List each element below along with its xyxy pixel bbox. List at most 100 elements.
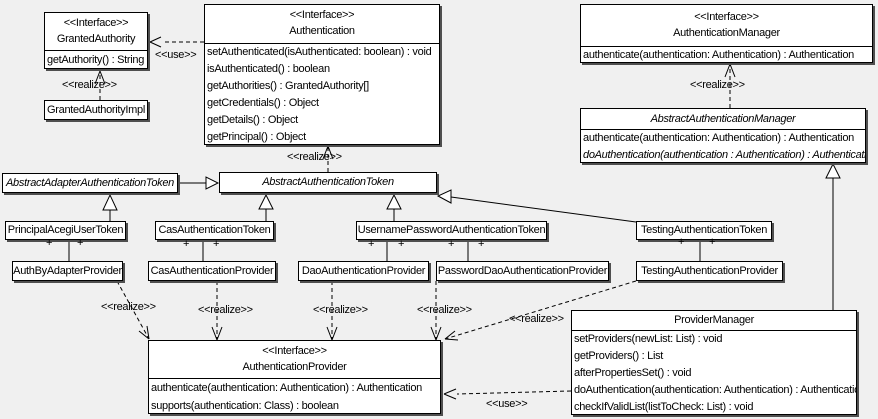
association-plus-marker: + xyxy=(398,238,405,250)
class-name: TestingAuthenticationProvider xyxy=(641,265,778,277)
class-name: AbstractAdapterAuthenticationToken xyxy=(6,177,174,189)
class-name: ProviderManager xyxy=(572,311,856,331)
class-box-granted-authority[interactable]: <<Interface>> GrantedAuthority getAuthor… xyxy=(44,12,148,69)
class-box-authentication-manager[interactable]: <<Interface>> AuthenticationManager auth… xyxy=(580,4,873,63)
class-name: AuthByAdapterProvider xyxy=(13,265,122,277)
method: authenticate(authentication: Authenticat… xyxy=(583,132,854,144)
stereotype-label: <<Interface>> xyxy=(262,345,327,357)
class-box-granted-authority-impl[interactable]: GrantedAuthorityImpl xyxy=(44,100,148,120)
edge-realize-auth-by-adapter-provider xyxy=(116,280,150,340)
method: setAuthenticated(isAuthenticated: boolea… xyxy=(207,46,432,58)
edge-realize-dao-authentication-provider xyxy=(326,281,338,341)
association-plus-marker: + xyxy=(77,237,84,249)
edge-realize-abstract-token-to-authentication xyxy=(322,145,334,172)
realize-label: <<realize>> xyxy=(509,313,564,325)
edge-realize-granted-authority-impl xyxy=(94,70,106,100)
edge-generalization-abstract-adapter-token-to-abstract-token xyxy=(178,176,220,190)
use-label: <<use>> xyxy=(486,398,528,410)
class-box-cas-authentication-provider[interactable]: CasAuthenticationProvider xyxy=(148,261,276,281)
class-box-abstract-authentication-manager[interactable]: AbstractAuthenticationManager authentica… xyxy=(580,108,866,163)
method-list: authenticate(authentication: Authenticat… xyxy=(581,47,872,62)
realize-label: <<realize>> xyxy=(101,301,156,313)
method-list: authenticate(authentication: Authenticat… xyxy=(149,379,440,413)
method: checkIfValidList(listToCheck: List) : vo… xyxy=(574,401,754,413)
method-list: setAuthenticated(isAuthenticated: boolea… xyxy=(205,44,439,144)
association-plus-marker: + xyxy=(213,238,220,250)
realize-label: <<realize>> xyxy=(198,304,253,316)
association-plus-marker: + xyxy=(478,238,485,250)
association-plus-marker: + xyxy=(678,236,685,248)
method: getAuthorities() : GrantedAuthority[] xyxy=(207,80,369,92)
use-label: <<use>> xyxy=(155,49,197,61)
method: getAuthority() : String xyxy=(47,54,145,66)
class-name: AuthenticationManager xyxy=(673,27,780,39)
edge-generalization-username-password-token xyxy=(386,193,402,221)
class-name: AbstractAuthenticationManager xyxy=(581,109,865,130)
class-name: GrantedAuthorityImpl xyxy=(47,104,145,116)
method: authenticate(authentication: Authenticat… xyxy=(583,49,854,61)
class-header: <<Interface>> Authentication xyxy=(205,5,439,44)
class-box-principal-acegi-user-token[interactable]: PrincipalAcegiUserToken xyxy=(5,221,126,240)
class-name: TestingAuthenticationToken xyxy=(640,224,768,236)
stereotype-label: <<Interface>> xyxy=(694,11,759,23)
edge-use-authentication-to-granted-authority xyxy=(149,36,204,48)
class-box-abstract-adapter-authentication-token[interactable]: AbstractAdapterAuthenticationToken xyxy=(2,173,178,193)
edge-generalization-cas-authentication-token xyxy=(258,193,274,221)
method: getPrincipal() : Object xyxy=(207,131,306,143)
class-box-cas-authentication-token[interactable]: CasAuthenticationToken xyxy=(155,221,274,240)
class-box-password-dao-authentication-provider[interactable]: PasswordDaoAuthenticationProvider xyxy=(436,261,609,281)
realize-label: <<realize>> xyxy=(313,304,368,316)
method: getDetails() : Object xyxy=(207,114,298,126)
method-list: authenticate(authentication: Authenticat… xyxy=(581,130,866,162)
class-name: DaoAuthenticationProvider xyxy=(301,265,426,277)
edge-realize-abstract-manager-to-authentication-manager xyxy=(724,63,736,108)
realize-label: <<realize>> xyxy=(62,79,117,91)
class-box-dao-authentication-provider[interactable]: DaoAuthenticationProvider xyxy=(298,261,429,281)
class-name: CasAuthenticationProvider xyxy=(150,265,274,277)
edge-generalization-provider-manager-to-abstract-authentication-manager xyxy=(825,162,841,311)
realize-label: <<realize>> xyxy=(417,304,472,316)
association-plus-marker: + xyxy=(709,236,716,248)
edge-use-provider-manager-to-authentication-provider xyxy=(443,388,572,400)
class-name: Authentication xyxy=(289,25,355,37)
class-box-testing-authentication-provider[interactable]: TestingAuthenticationProvider xyxy=(636,261,783,281)
stereotype-label: <<Interface>> xyxy=(289,9,355,21)
class-box-authentication-provider[interactable]: <<Interface>> AuthenticationProvider aut… xyxy=(148,340,441,414)
method: setProviders(newList: List) : void xyxy=(574,333,723,345)
method: authenticate(authentication: Authenticat… xyxy=(151,382,422,394)
class-box-auth-by-adapter-provider[interactable]: AuthByAdapterProvider xyxy=(12,261,123,281)
class-name: PasswordDaoAuthenticationProvider xyxy=(437,265,608,277)
method: getProviders() : List xyxy=(574,350,664,362)
method-list: getAuthority() : String xyxy=(45,51,147,68)
edge-realize-testing-authentication-provider xyxy=(444,280,637,341)
association-plus-marker: + xyxy=(46,237,53,249)
realize-label: <<realize>> xyxy=(690,79,745,91)
class-name: UsernamePasswordAuthenticationToken xyxy=(357,224,546,236)
class-box-abstract-authentication-token[interactable]: AbstractAuthenticationToken xyxy=(219,172,437,193)
association-plus-marker: + xyxy=(183,238,190,250)
class-box-username-password-authentication-token[interactable]: UsernamePasswordAuthenticationToken xyxy=(356,221,547,240)
method: isAuthenticated() : boolean xyxy=(207,63,330,75)
class-box-authentication[interactable]: <<Interface>> Authentication setAuthenti… xyxy=(204,4,440,145)
edge-realize-cas-authentication-provider xyxy=(211,281,223,341)
edge-generalization-testing-token xyxy=(436,189,637,223)
method-abstract: doAuthentication(authentication : Authen… xyxy=(583,149,866,161)
class-name: AbstractAuthenticationToken xyxy=(262,176,394,188)
class-name: GrantedAuthority xyxy=(56,33,136,45)
class-header: <<Interface>> GrantedAuthority xyxy=(45,13,147,51)
class-name: CasAuthenticationToken xyxy=(158,224,271,236)
association-plus-marker: + xyxy=(368,238,375,250)
class-box-testing-authentication-token[interactable]: TestingAuthenticationToken xyxy=(636,221,772,240)
class-box-provider-manager[interactable]: ProviderManager setProviders(newList: Li… xyxy=(571,310,857,415)
class-name: AuthenticationProvider xyxy=(242,361,347,373)
method: afterPropertiesSet() : void xyxy=(574,367,692,379)
edge-generalization-principal-acegi-user-token xyxy=(102,193,118,221)
method: supports(authentication: Class) : boolea… xyxy=(151,400,339,412)
association-plus-marker: + xyxy=(448,238,455,250)
class-name: PrincipalAcegiUserToken xyxy=(7,224,124,236)
edge-realize-password-dao-authentication-provider xyxy=(430,281,442,341)
stereotype-label: <<Interface>> xyxy=(63,17,129,29)
class-header: <<Interface>> AuthenticationManager xyxy=(581,5,872,47)
class-header: <<Interface>> AuthenticationProvider xyxy=(149,341,440,379)
